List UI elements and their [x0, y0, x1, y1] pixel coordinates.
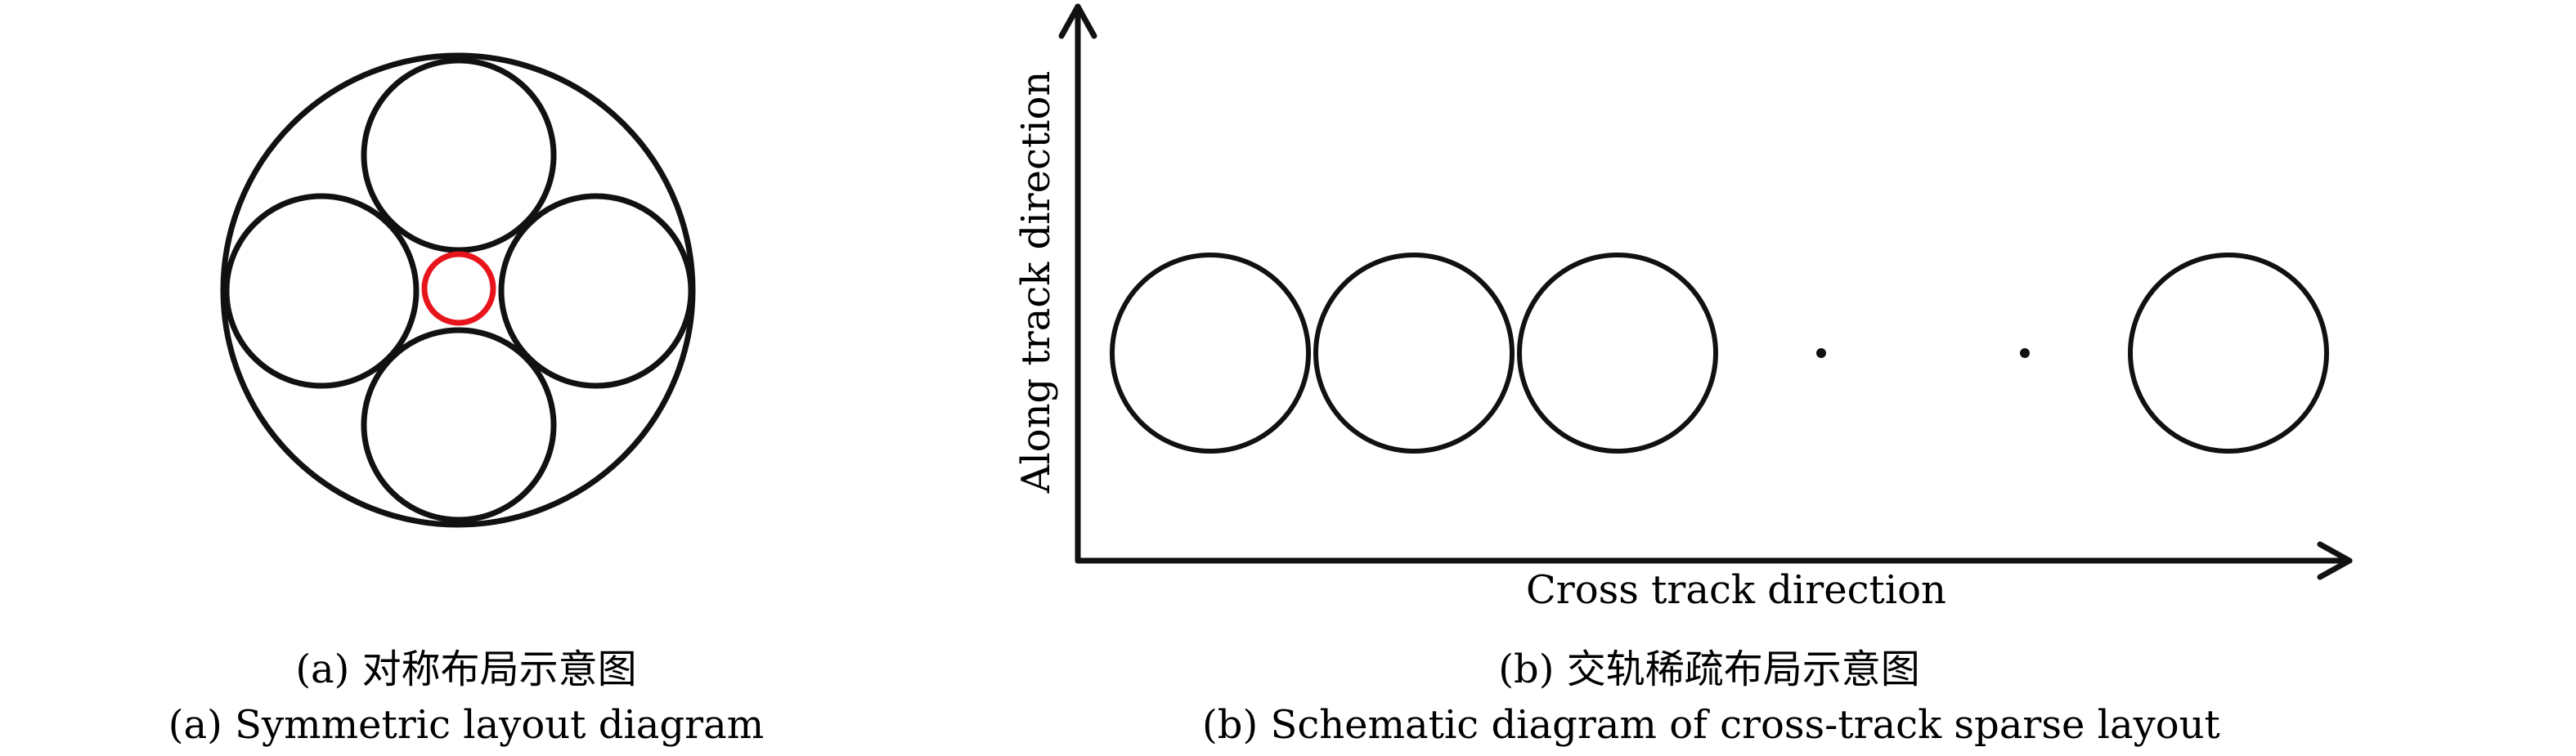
axes — [1058, 3, 2353, 580]
sub-aperture-top — [361, 57, 557, 253]
apertures — [1110, 253, 2329, 454]
center-circle — [421, 251, 496, 326]
caption-b-english: (b) Schematic diagram of cross-track spa… — [1202, 702, 2220, 748]
symmetric-layout-panel — [220, 52, 696, 528]
caption-a-english: (a) Symmetric layout diagram — [168, 702, 765, 748]
caption-a-chinese: (a) 对称布局示意图 — [295, 646, 637, 692]
outer-circle — [220, 52, 696, 528]
aperture-circle-2 — [1313, 253, 1515, 454]
sub-aperture-right — [498, 193, 694, 389]
y-axis-label: Along track direction — [1013, 71, 1059, 494]
cross-track-panel: Cross track direction Along track direct… — [1013, 3, 2353, 613]
x-axis-label: Cross track direction — [1526, 567, 1946, 613]
sub-aperture-left — [223, 193, 420, 389]
aperture-circle-3 — [1517, 253, 1718, 454]
aperture-circle-last — [2128, 253, 2329, 454]
aperture-circle-1 — [1110, 253, 1311, 454]
sub-aperture-bottom — [361, 327, 557, 523]
x-axis-arrowhead — [2317, 541, 2353, 580]
caption-b-chinese: (b) 交轨稀疏布局示意图 — [1498, 646, 1920, 692]
y-axis-arrowhead — [1058, 3, 1097, 39]
ellipsis-dot-2 — [2020, 348, 2030, 358]
ellipsis-dots — [1816, 348, 2030, 358]
ellipsis-dot-1 — [1816, 348, 1826, 358]
